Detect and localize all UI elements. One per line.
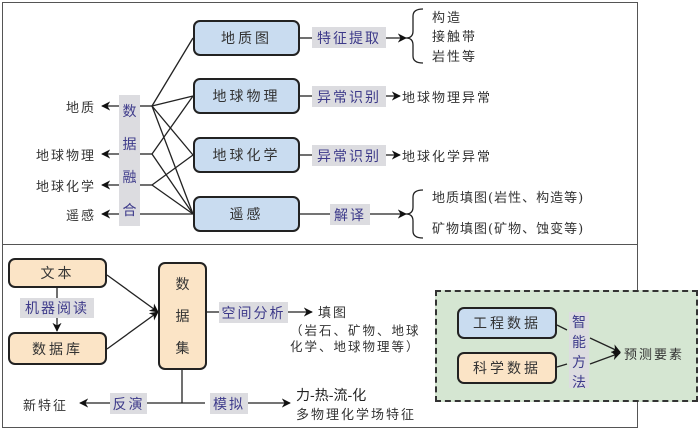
intelligent-method-label: 智 能 方 法 bbox=[569, 312, 589, 391]
fusion-line bbox=[151, 184, 194, 215]
dataset-char: 数 bbox=[175, 277, 190, 293]
fusion-char: 合 bbox=[122, 202, 137, 219]
fusion-line bbox=[151, 95, 194, 107]
result-lithology: 岩性等 bbox=[432, 50, 478, 65]
fusion-line bbox=[151, 153, 194, 215]
fusion-line bbox=[151, 37, 194, 107]
source-geochemistry: 地球化学 bbox=[193, 137, 300, 173]
engineering-data-box: 工程数据 bbox=[457, 307, 557, 339]
prediction-arrow bbox=[589, 337, 621, 353]
result-contact-zone: 接触带 bbox=[432, 30, 478, 45]
source-geologic-map: 地质图 bbox=[193, 20, 300, 56]
brace bbox=[405, 189, 424, 239]
method-char: 方 bbox=[572, 355, 586, 371]
prediction-arrow bbox=[589, 351, 621, 365]
process-anomaly-recognition: 异常识别 bbox=[312, 86, 386, 107]
brace bbox=[405, 8, 424, 64]
fusion-char: 数 bbox=[122, 104, 137, 121]
data-fusion-label: 数 据 融 合 bbox=[119, 95, 140, 226]
science-data-box: 科学数据 bbox=[457, 352, 557, 384]
fusion-char: 融 bbox=[122, 169, 137, 186]
new-features: 新特征 bbox=[23, 399, 69, 414]
fusion-line bbox=[151, 105, 194, 156]
output-geochemistry: 地球化学 bbox=[35, 180, 96, 195]
process-anomaly-recognition: 异常识别 bbox=[312, 145, 386, 166]
spatial-analysis-label: 空间分析 bbox=[219, 302, 288, 323]
simulation-label: 模拟 bbox=[210, 393, 248, 414]
output-geophysics: 地球物理 bbox=[35, 149, 96, 164]
output-remote-sensing: 遥感 bbox=[65, 209, 96, 224]
mapping-detail-line1: （岩石、矿物、地球 bbox=[290, 323, 421, 338]
db-to-dataset-arrow bbox=[106, 311, 159, 350]
dataset-box: 数 据 集 bbox=[158, 262, 207, 370]
inversion-label: 反演 bbox=[110, 393, 147, 414]
prediction-elements: 预测要素 bbox=[624, 348, 685, 363]
simulation-line1: 力-热-流-化 bbox=[296, 388, 367, 404]
output-geology: 地质 bbox=[65, 101, 96, 116]
dataset-char: 据 bbox=[175, 309, 190, 325]
fusion-line bbox=[151, 95, 194, 155]
fusion-line bbox=[151, 154, 194, 186]
machine-reading-label: 机器阅读 bbox=[20, 298, 94, 318]
fusion-char: 据 bbox=[122, 137, 137, 154]
result-structure: 构造 bbox=[432, 11, 463, 26]
mapping-title: 填图 bbox=[318, 306, 349, 321]
process-feature-extraction: 特征提取 bbox=[312, 27, 386, 48]
result-mineral-mapping: 矿物填图(矿物、蚀变等) bbox=[432, 222, 585, 237]
result-geophysical-anomaly: 地球物理异常 bbox=[402, 91, 493, 106]
result-geochemical-anomaly: 地球化学异常 bbox=[402, 150, 493, 165]
mapping-detail-line2: 化学、地球物理等） bbox=[290, 339, 421, 354]
source-remote-sensing: 遥感 bbox=[193, 196, 300, 232]
method-char: 法 bbox=[572, 375, 586, 391]
source-geophysics: 地球物理 bbox=[193, 78, 300, 114]
result-geologic-mapping: 地质填图(岩性、构造等) bbox=[432, 191, 585, 206]
dataset-char: 集 bbox=[175, 341, 190, 357]
text-to-dataset-arrow bbox=[106, 274, 159, 313]
text-box: 文本 bbox=[8, 258, 107, 288]
database-box: 数据库 bbox=[8, 332, 107, 365]
process-interpretation: 解译 bbox=[330, 204, 370, 225]
method-char: 能 bbox=[572, 335, 586, 351]
fusion-line bbox=[151, 105, 194, 215]
simulation-line2: 多物理化学场特征 bbox=[296, 408, 417, 423]
method-char: 智 bbox=[572, 315, 586, 331]
